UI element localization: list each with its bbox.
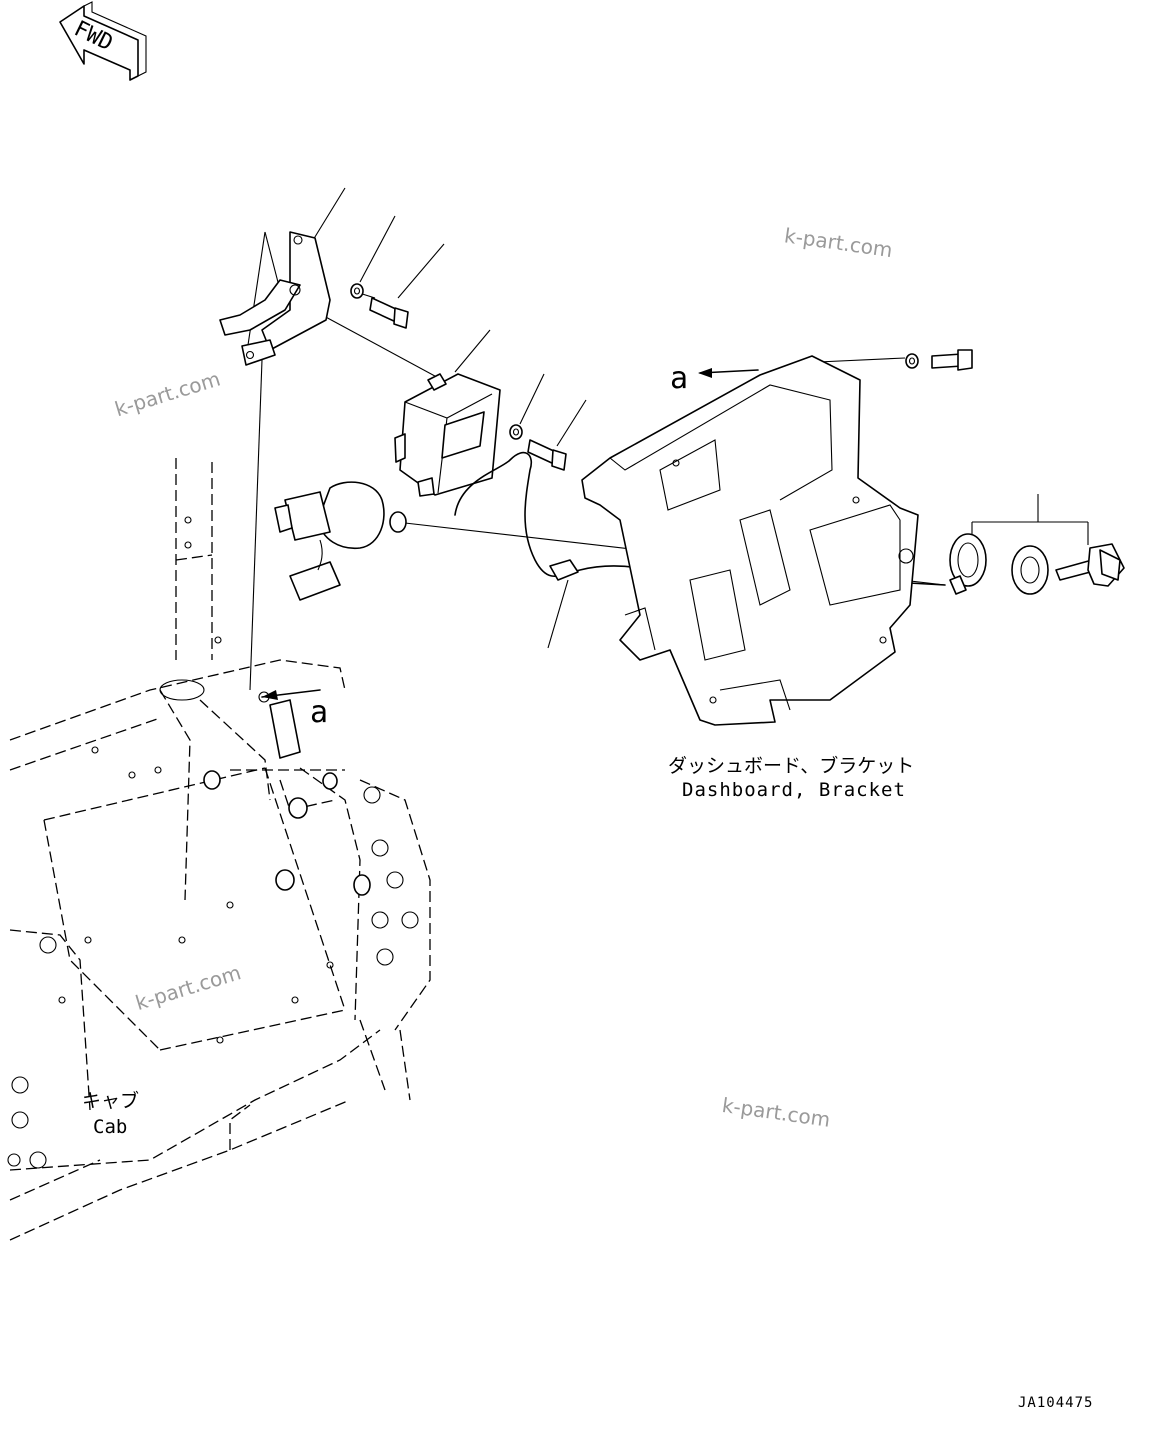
mounting-bracket (219, 231, 331, 366)
fwd-arrow-icon: FWD (59, 1, 147, 81)
key-icon (1055, 543, 1125, 587)
cab-label-jp: キャブ (82, 1089, 139, 1112)
bolt (527, 439, 567, 471)
watermark: k-part.com (721, 1093, 832, 1132)
reference-a-lower: a (261, 689, 328, 730)
cab-fittings (7, 516, 419, 1169)
ref-a-label: a (670, 361, 688, 396)
bolt (931, 349, 973, 371)
bolt (369, 297, 409, 329)
controller-unit (394, 373, 501, 497)
dashboard-label-jp: ダッシュボード、ブラケット (668, 754, 914, 777)
key-ring (949, 533, 987, 595)
ignition-cylinder (1011, 545, 1049, 595)
washer (509, 424, 523, 440)
washer (905, 353, 919, 369)
dashboard-bracket (581, 355, 919, 726)
watermark: k-part.com (112, 367, 223, 422)
washer (350, 283, 364, 299)
cab-structure (9, 458, 431, 1241)
switch-assembly (274, 481, 407, 601)
figure-code: JA104475 (1018, 1395, 1093, 1411)
watermark: k-part.com (133, 960, 244, 1015)
watermark: k-part.com (783, 223, 894, 262)
leader-lines (247, 187, 1089, 691)
reference-a-upper: a (670, 361, 759, 396)
cab-label-en: Cab (93, 1116, 127, 1138)
ref-a-label: a (310, 695, 328, 730)
dashboard-label-en: Dashboard, Bracket (682, 779, 906, 801)
